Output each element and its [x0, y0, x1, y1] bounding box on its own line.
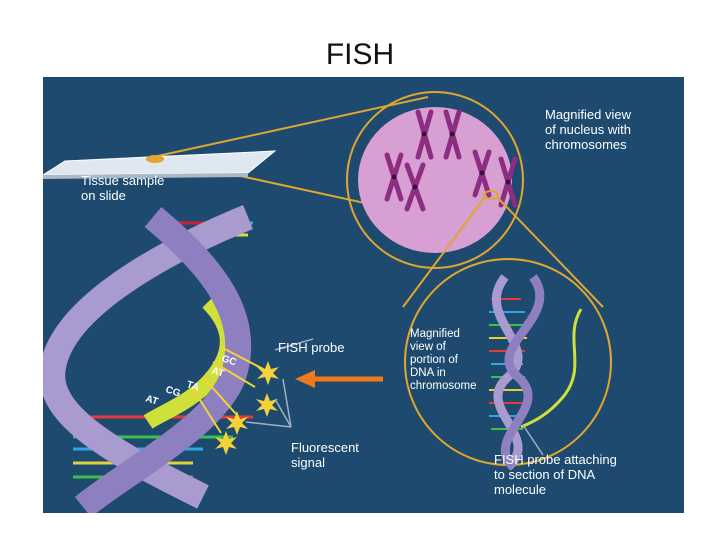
diagram-panel: GC AT TA CG AT Magnified view of nucleus…: [43, 77, 684, 513]
small-helix: [489, 274, 583, 471]
base-pair-at-1: AT: [210, 365, 225, 379]
small-probe-strand: [520, 308, 583, 429]
tissue-sample-label: Tissue sample on slide: [81, 173, 165, 203]
fish-diagram: GC AT TA CG AT: [43, 91, 612, 513]
arrow-icon: [295, 370, 383, 388]
label-pointers: [245, 338, 544, 456]
base-pair-gc: GC: [220, 353, 238, 368]
tissue-slide-icon: [43, 150, 277, 179]
fish-probe-label: FISH probe: [278, 340, 345, 355]
fluorescent-signal-label: Fluorescent signal: [291, 440, 359, 470]
signal-lines: [192, 346, 266, 434]
connector-line-top: [152, 96, 429, 158]
base-pair-cg: CG: [164, 384, 182, 399]
base-pair-letters: GC AT TA CG AT: [144, 353, 238, 407]
slide-title: FISH: [325, 38, 395, 71]
connector-line-right: [496, 196, 604, 308]
large-helix: [43, 204, 253, 513]
magnified-dna-label: Magnified view of portion of DNA in chro…: [410, 328, 477, 392]
base-pair-ta: TA: [185, 379, 200, 393]
focus-marker: [483, 190, 499, 200]
connector-line-left: [402, 196, 486, 308]
fluorescent-signal-icons: [215, 361, 279, 455]
base-pair-at-2: AT: [144, 393, 159, 407]
nucleus-circle: [346, 91, 524, 269]
probe-attaching-label: FISH probe attaching to section of DNA m…: [494, 452, 617, 497]
magnified-nucleus-label: Magnified view of nucleus with chromosom…: [545, 107, 631, 152]
centromere-dots: [391, 131, 511, 190]
